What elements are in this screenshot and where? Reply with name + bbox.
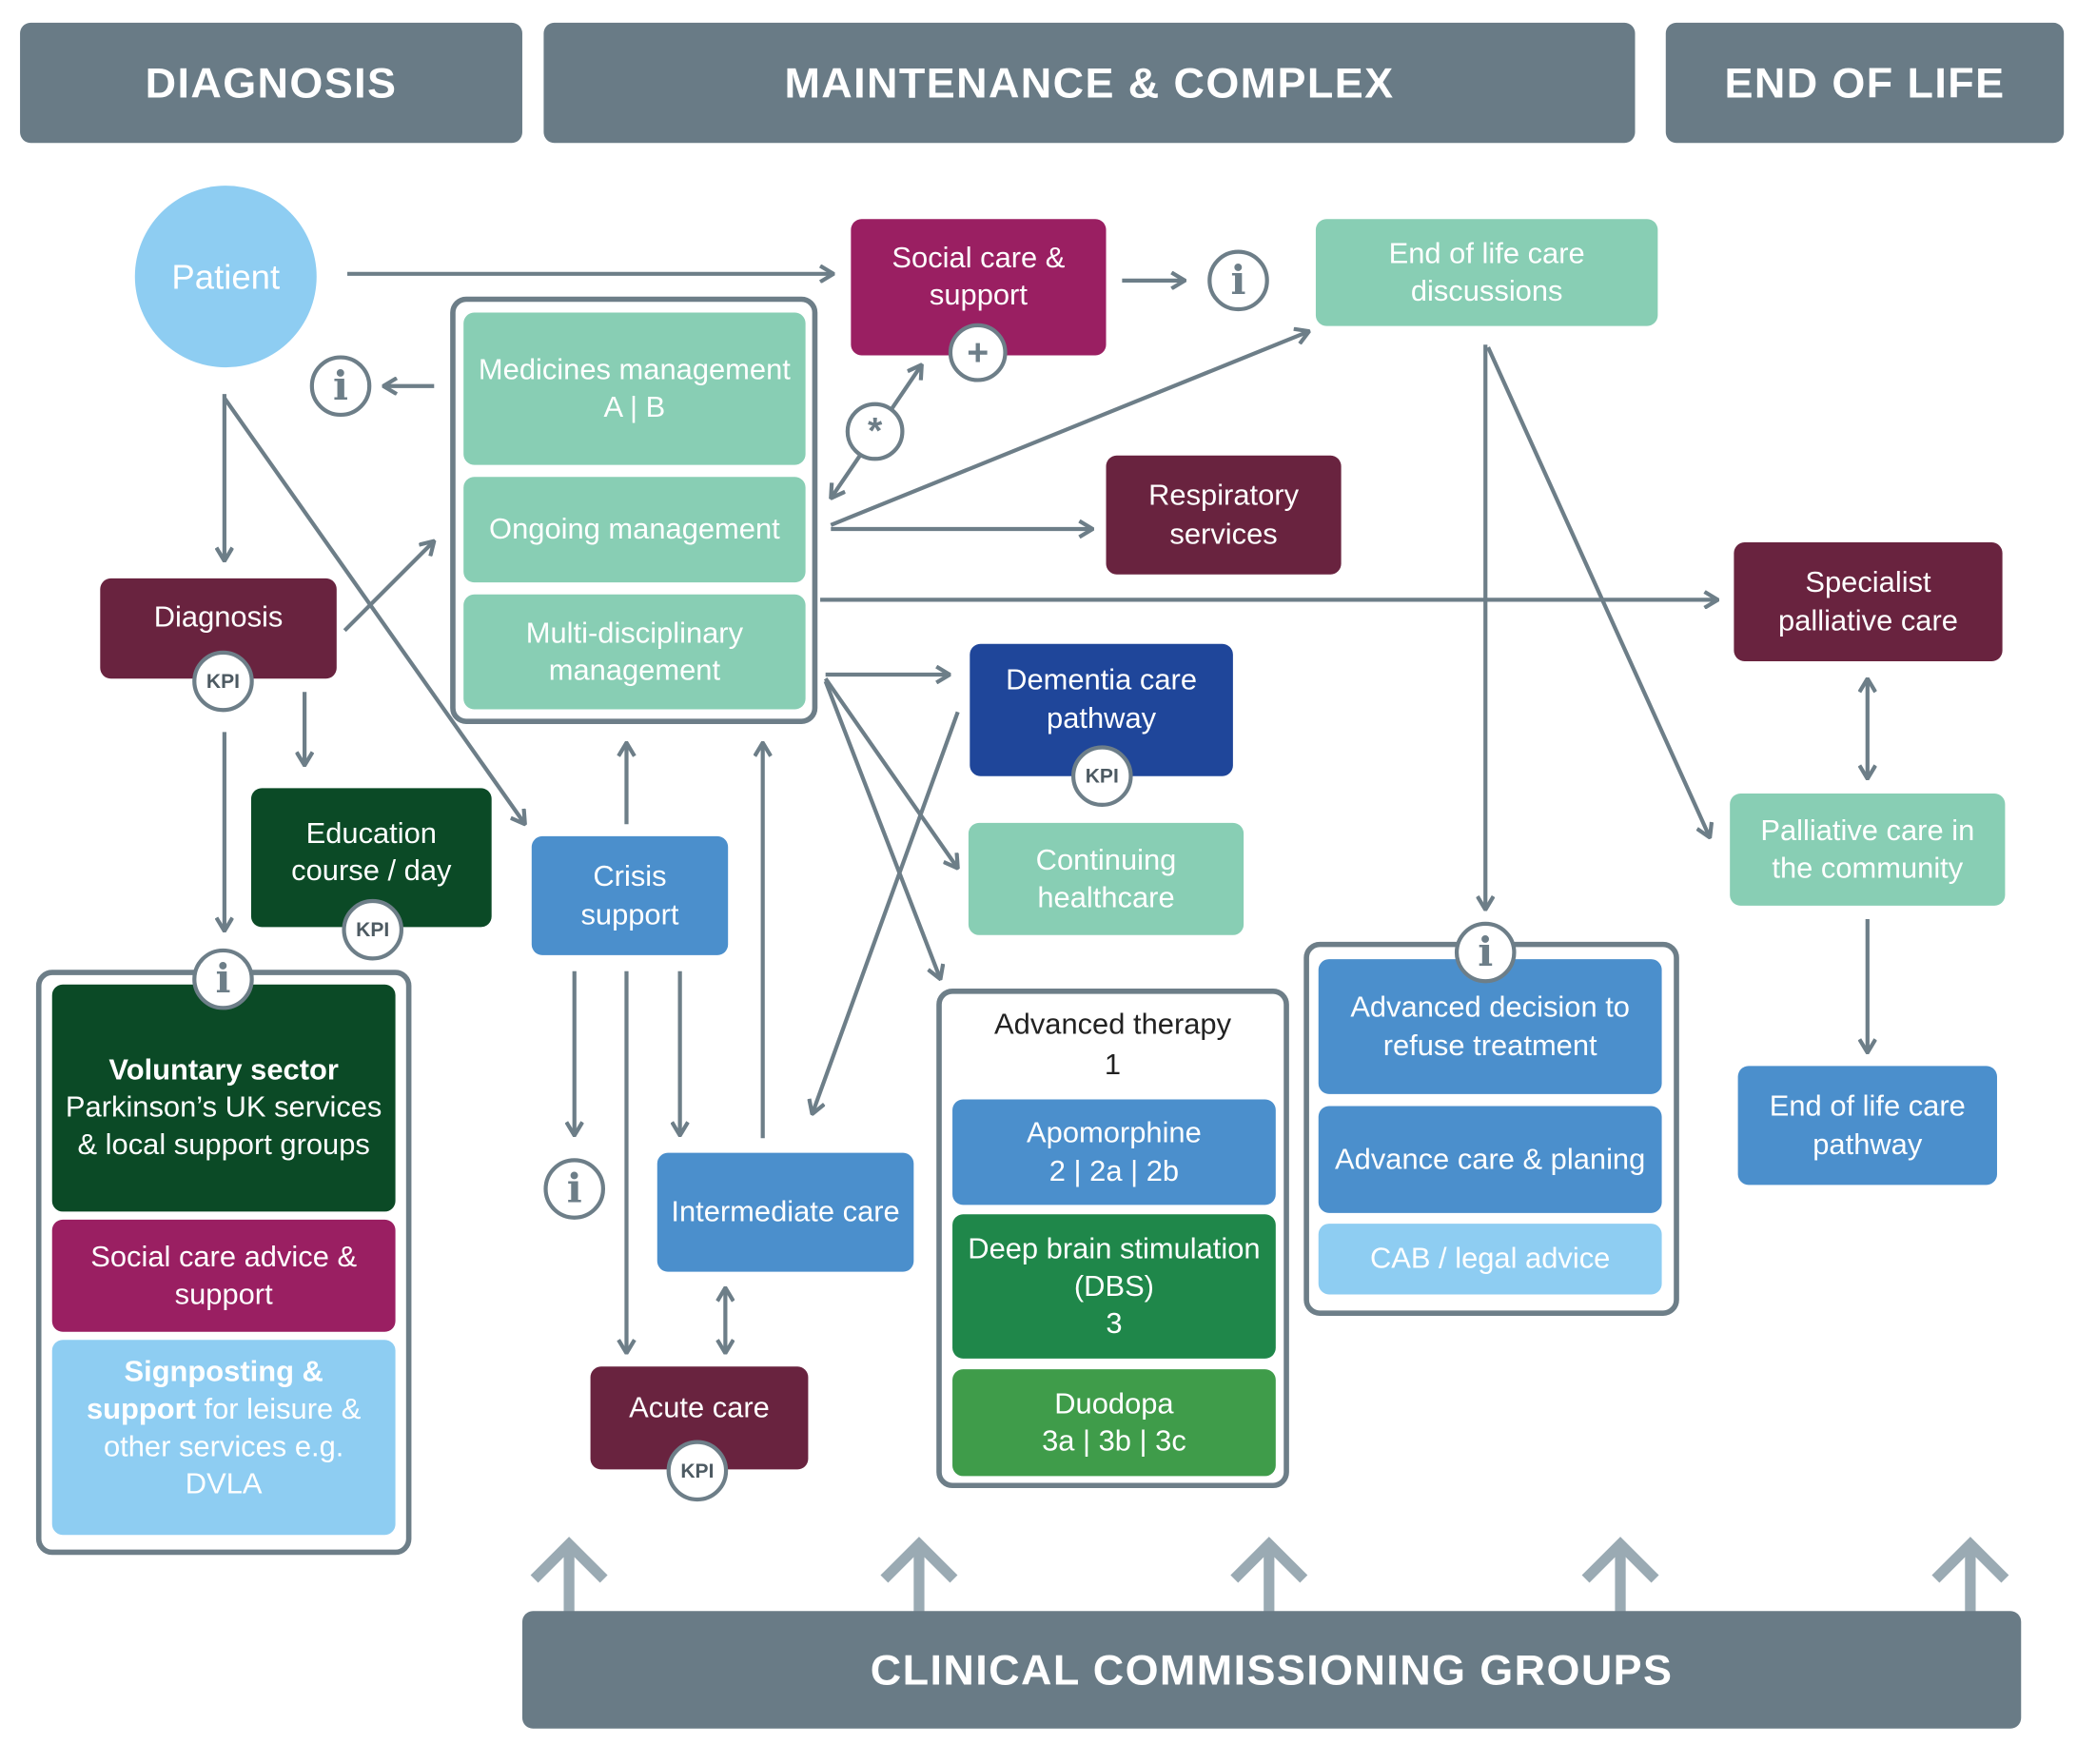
- signposting-node[interactable]: Signposting & support for leisure & othe…: [51, 1340, 396, 1536]
- advanced-therapy-number: 1: [1104, 1047, 1122, 1081]
- ongoing-management-node[interactable]: Ongoing management: [463, 477, 806, 583]
- arrow-eol-to-palliative-community: [1486, 346, 1710, 837]
- multidisciplinary-node[interactable]: Multi-disciplinary management: [463, 594, 806, 710]
- ccg-arrow-2: [880, 1537, 958, 1613]
- ccg-arrow-5: [1931, 1537, 2009, 1613]
- medicines-sub: A | B: [603, 389, 666, 424]
- medicines-management-node[interactable]: Medicines management A | B: [463, 312, 806, 465]
- header-end-of-life: END OF LIFE: [1665, 22, 2065, 144]
- crisis-support-node[interactable]: Crisis support: [531, 835, 729, 955]
- continuing-healthcare-node[interactable]: Continuing healthcare: [968, 822, 1244, 935]
- ccg-arrow-3: [1230, 1537, 1308, 1613]
- arrow-management-to-advanced: [823, 680, 941, 979]
- info-icon-social-care[interactable]: i: [1207, 249, 1269, 312]
- duodopa-node[interactable]: Duodopa 3a | 3b | 3c: [952, 1369, 1276, 1477]
- arrow-management-to-eol-discussions: [830, 331, 1309, 527]
- kpi-badge-diagnosis: KPI: [192, 650, 254, 713]
- arrow-dementia-to-intermediate: [813, 711, 960, 1114]
- arrow-management-to-continuing: [823, 677, 958, 868]
- dbs-label: Deep brain stimulation (DBS): [968, 1231, 1261, 1303]
- signposting-rest: for leisure & other services e.g. DVLA: [103, 1392, 362, 1501]
- header-diagnosis: DIAGNOSIS: [20, 22, 522, 144]
- arrow-diagnosis-to-management: [343, 541, 434, 633]
- header-maintenance-complex: MAINTENANCE & COMPLEX: [543, 22, 1636, 144]
- dbs-sub: 3: [1106, 1306, 1123, 1341]
- dbs-node[interactable]: Deep brain stimulation (DBS) 3: [952, 1214, 1276, 1359]
- kpi-badge-acute: KPI: [666, 1440, 729, 1502]
- arrow-patient-to-crisis: [223, 397, 525, 824]
- asterisk-icon: *: [845, 402, 905, 461]
- voluntary-title: Voluntary sector: [108, 1052, 339, 1087]
- kpi-badge-education: KPI: [342, 898, 404, 961]
- specialist-palliative-node[interactable]: Specialist palliative care: [1734, 542, 2003, 661]
- apomorphine-node[interactable]: Apomorphine 2 | 2a | 2b: [952, 1099, 1276, 1205]
- info-icon-management[interactable]: i: [309, 355, 372, 418]
- eol-discussions-node[interactable]: End of life care discussions: [1315, 219, 1658, 326]
- ccg-arrow-4: [1581, 1537, 1659, 1613]
- intermediate-care-node[interactable]: Intermediate care: [656, 1152, 914, 1272]
- advanced-therapy-heading: Advanced therapy 1: [942, 1005, 1283, 1084]
- voluntary-body: Parkinson’s UK services & local support …: [65, 1089, 382, 1162]
- info-icon-support-group[interactable]: i: [192, 948, 254, 1010]
- medicines-label: Medicines management: [478, 352, 791, 386]
- ccg-arrow-1: [530, 1537, 608, 1613]
- signposting-bold: Signposting & support: [86, 1354, 323, 1426]
- patient-node[interactable]: Patient: [134, 186, 317, 368]
- cab-node[interactable]: CAB / legal advice: [1318, 1224, 1662, 1295]
- eol-pathway-node[interactable]: End of life care pathway: [1737, 1066, 1997, 1186]
- apomorphine-sub: 2 | 2a | 2b: [1048, 1153, 1180, 1187]
- duodopa-sub: 3a | 3b | 3c: [1042, 1423, 1186, 1458]
- kpi-badge-dementia: KPI: [1071, 745, 1133, 808]
- apomorphine-label: Apomorphine: [1027, 1115, 1202, 1149]
- palliative-community-node[interactable]: Palliative care in the community: [1730, 793, 2006, 906]
- info-icon-crisis[interactable]: i: [543, 1158, 606, 1220]
- footer-ccg: CLINICAL COMMISSIONING GROUPS: [521, 1611, 2022, 1729]
- duodopa-label: Duodopa: [1054, 1386, 1174, 1421]
- info-icon-advance-planning[interactable]: i: [1454, 921, 1517, 984]
- advanced-therapy-title: Advanced therapy: [994, 1007, 1232, 1041]
- advance-care-node[interactable]: Advance care & planing: [1318, 1106, 1662, 1213]
- social-advice-node[interactable]: Social care advice & support: [51, 1219, 396, 1332]
- respiratory-services-node[interactable]: Respiratory services: [1106, 455, 1342, 575]
- plus-icon[interactable]: +: [948, 323, 1008, 382]
- voluntary-sector-node[interactable]: Voluntary sector Parkinson’s UK services…: [51, 984, 396, 1212]
